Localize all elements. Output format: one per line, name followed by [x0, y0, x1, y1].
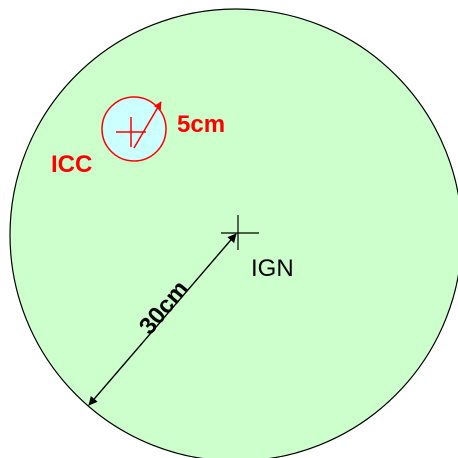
- inner-radius-label: 5cm: [177, 111, 225, 138]
- ign-crosshair-icon: [221, 215, 259, 250]
- inner-name-label: ICC: [51, 151, 92, 178]
- inner-circle: [101, 96, 167, 162]
- outer-name-label: IGN: [251, 255, 294, 282]
- ign-radius-arrow-icon: [88, 233, 237, 406]
- icc-crosshair-icon: [116, 117, 146, 147]
- icc-radius-arrow-icon: [133, 101, 162, 149]
